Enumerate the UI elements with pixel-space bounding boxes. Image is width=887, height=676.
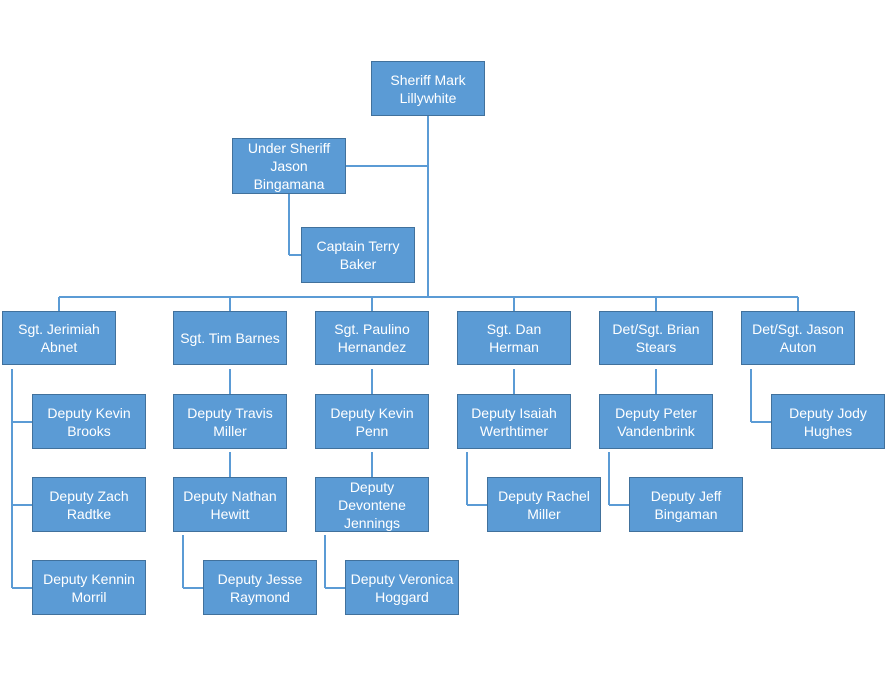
node-sgt-abnet: Sgt. Jerimiah Abnet: [2, 311, 116, 365]
node-label: Deputy Jesse Raymond: [217, 570, 303, 605]
node-deputy-morril: Deputy Kennin Morril: [32, 560, 146, 615]
node-deputy-werthtimer: Deputy Isaiah Werthtimer: [457, 394, 571, 449]
node-label: Det/Sgt. Jason Auton: [752, 321, 844, 355]
node-captain: Captain Terry Baker: [301, 227, 415, 283]
node-deputy-jennings: Deputy Devontene Jennings: [315, 477, 429, 532]
node-label: Under Sheriff Jason Bingamana: [247, 140, 331, 192]
node-deputy-radtke: Deputy Zach Radtke: [32, 477, 146, 532]
node-label: Sheriff Mark Lillywhite: [390, 71, 466, 106]
node-label: Deputy Devontene Jennings: [338, 478, 406, 531]
node-deputy-rachel-miller: Deputy Rachel Miller: [487, 477, 601, 532]
node-sgt-stears: Det/Sgt. Brian Stears: [599, 311, 713, 365]
node-label: Deputy Rachel Miller: [498, 487, 590, 522]
node-sgt-auton: Det/Sgt. Jason Auton: [741, 311, 855, 365]
node-label: Captain Terry Baker: [316, 238, 400, 272]
node-label: Deputy Kevin Brooks: [47, 404, 131, 439]
node-deputy-travis-miller: Deputy Travis Miller: [173, 394, 287, 449]
node-deputy-brooks: Deputy Kevin Brooks: [32, 394, 146, 449]
node-label: Deputy Kevin Penn: [330, 404, 414, 439]
node-deputy-hughes: Deputy Jody Hughes: [771, 394, 885, 449]
node-sgt-barnes: Sgt. Tim Barnes: [173, 311, 287, 365]
node-deputy-bingaman: Deputy Jeff Bingaman: [629, 477, 743, 532]
node-label: Sgt. Jerimiah Abnet: [18, 321, 100, 355]
node-label: Sgt. Dan Herman: [486, 321, 542, 355]
node-sheriff: Sheriff Mark Lillywhite: [371, 61, 485, 116]
node-label: Deputy Peter Vandenbrink: [615, 404, 697, 439]
node-label: Det/Sgt. Brian Stears: [612, 321, 700, 355]
node-label: Sgt. Tim Barnes: [180, 330, 280, 346]
node-label: Deputy Zach Radtke: [49, 487, 129, 522]
node-label: Deputy Jeff Bingaman: [650, 487, 722, 522]
node-under-sheriff: Under Sheriff Jason Bingamana: [232, 138, 346, 194]
node-deputy-hoggard: Deputy Veronica Hoggard: [345, 560, 459, 615]
node-deputy-vandenbrink: Deputy Peter Vandenbrink: [599, 394, 713, 449]
node-label: Sgt. Paulino Hernandez: [334, 321, 410, 355]
node-label: Deputy Isaiah Werthtimer: [471, 404, 557, 439]
node-label: Deputy Veronica Hoggard: [350, 570, 454, 605]
node-sgt-hernandez: Sgt. Paulino Hernandez: [315, 311, 429, 365]
node-deputy-penn: Deputy Kevin Penn: [315, 394, 429, 449]
node-deputy-hewitt: Deputy Nathan Hewitt: [173, 477, 287, 532]
node-label: Deputy Nathan Hewitt: [183, 487, 277, 522]
node-label: Deputy Travis Miller: [187, 404, 273, 439]
node-sgt-herman: Sgt. Dan Herman: [457, 311, 571, 365]
node-label: Deputy Jody Hughes: [789, 404, 867, 439]
node-label: Deputy Kennin Morril: [43, 570, 135, 605]
node-deputy-raymond: Deputy Jesse Raymond: [203, 560, 317, 615]
